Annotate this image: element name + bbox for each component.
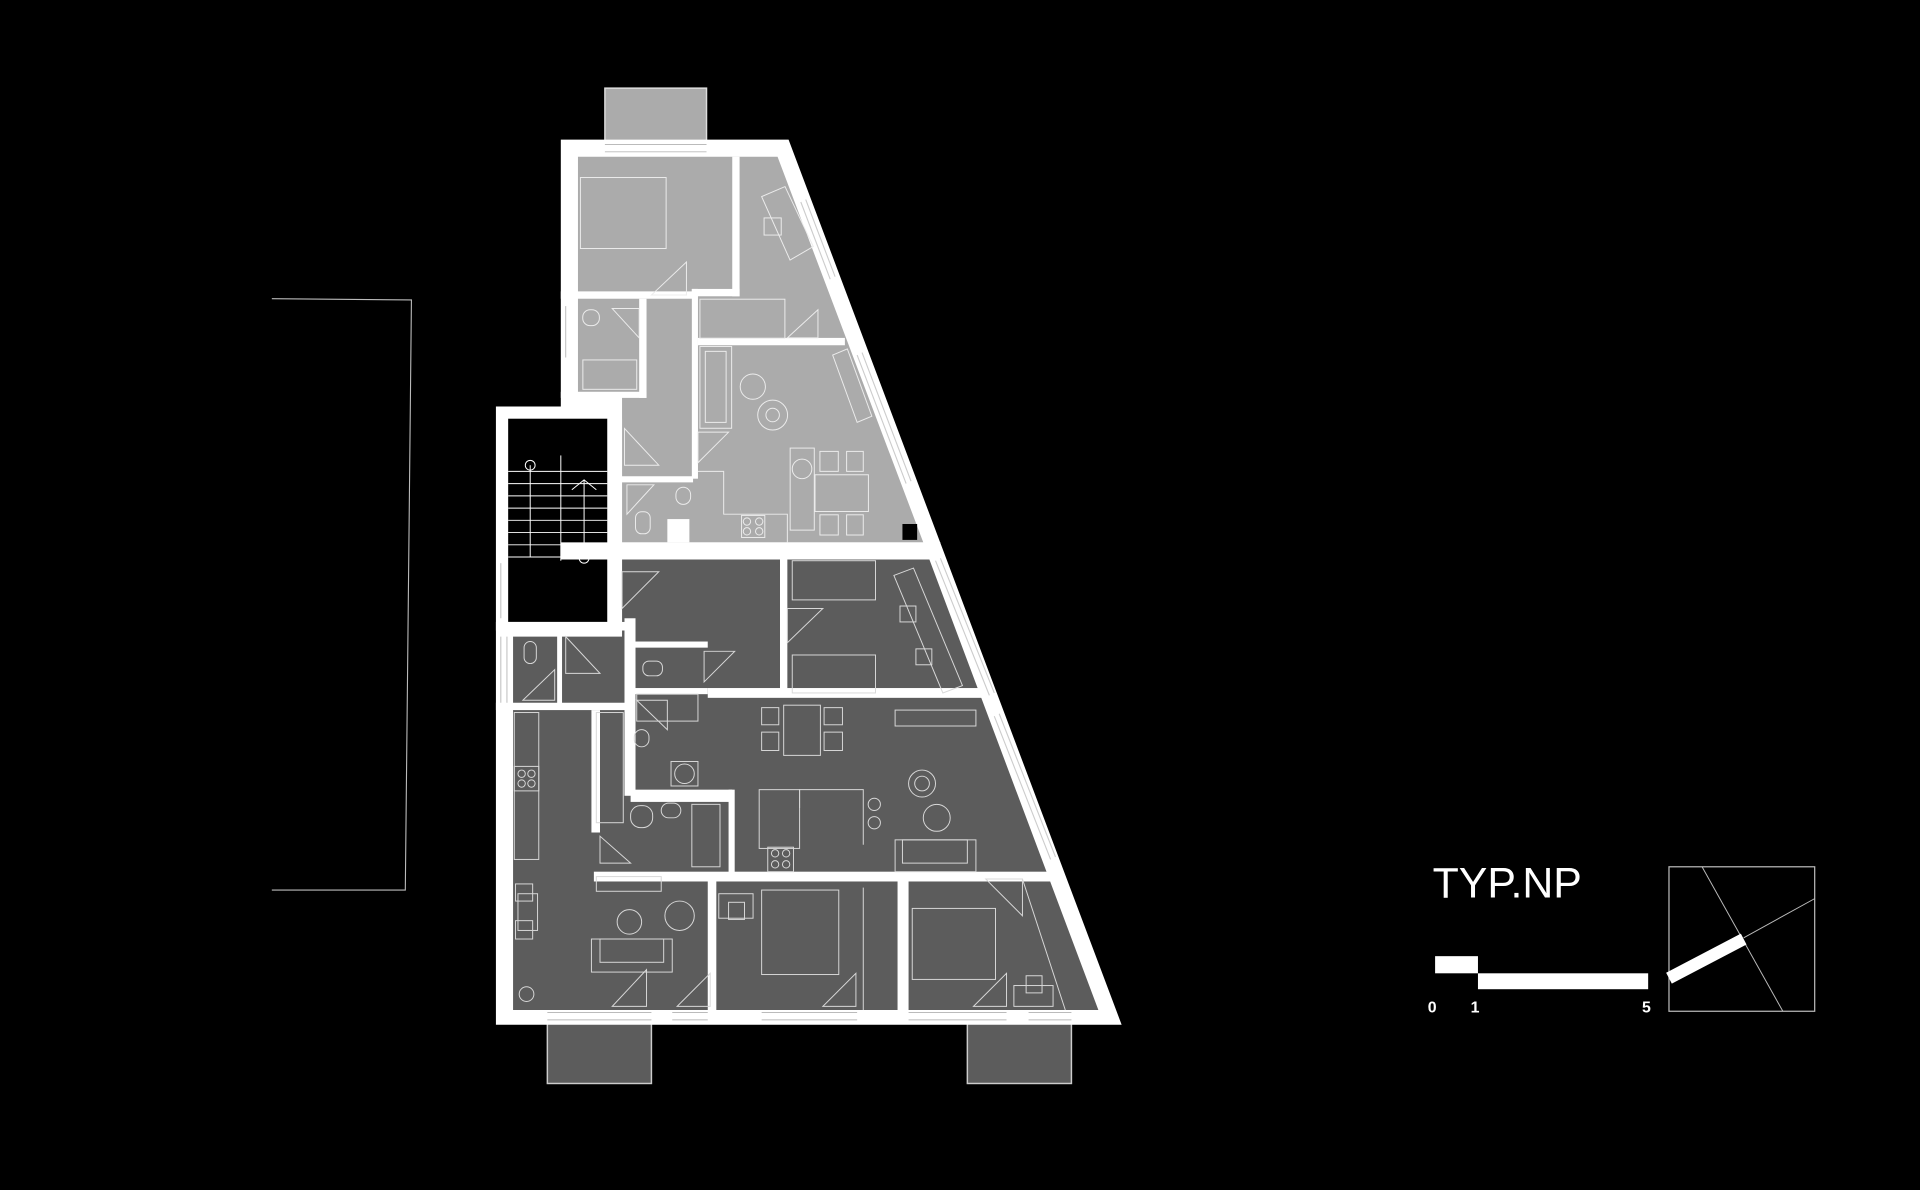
door-swing [621,571,660,610]
toilet [635,511,651,535]
dining-table [814,474,869,512]
scale-label-1: 1 [1471,999,1480,1016]
chair [761,731,780,751]
chair [515,920,534,940]
scale-label-5: 5 [1642,999,1651,1016]
door-swing [565,635,602,674]
plant [518,986,535,1002]
bathtub [691,803,721,868]
chair [846,514,864,536]
chair [819,514,839,536]
apartment-lower [513,559,1099,1011]
toilet [523,641,537,665]
door-swing [626,484,655,516]
chair [899,605,917,623]
washbasin [633,729,650,748]
washbasin [675,486,692,505]
coffee-table [922,803,951,832]
door-swing [703,650,736,684]
tv-unit [595,876,662,892]
bed-single [699,298,786,339]
windows-slanted-facade [800,199,1057,860]
chair [823,707,843,726]
door-swing [972,972,1008,1007]
bed [579,177,667,250]
chair [728,901,745,920]
coffee-table [616,909,643,935]
chair [515,883,534,902]
site-boundary-line [271,298,412,891]
bed-single [791,654,876,694]
door-swing [675,972,711,1007]
door-swing [635,699,668,731]
door-swing [521,668,556,701]
scale-bar-icon [1435,956,1649,990]
coffee-table [739,373,766,400]
coffee-table [757,399,789,431]
door-swing [611,968,648,1007]
washbasin [582,309,600,327]
furniture-upper [579,177,873,543]
desk [760,185,814,261]
bar-stool [867,816,881,830]
door-swing [821,972,857,1007]
key-plan-icon [1666,866,1816,1012]
bed-single [791,560,876,601]
door-swing [611,308,640,340]
chair [823,731,843,751]
bed-double [761,889,840,976]
bed-double [911,907,996,980]
washbasin [660,802,682,819]
door-swing [786,607,825,644]
cooktop [513,765,540,792]
door-swing [984,878,1023,917]
kitchen-counter [697,470,788,543]
bar-stool [867,797,881,811]
internal-walls [495,156,1054,1011]
desk [718,893,754,919]
tv-unit [832,348,873,424]
chair [915,648,933,666]
apartment-upper [577,156,924,543]
bathtub [582,359,638,390]
shower [670,761,699,787]
sofa [699,345,733,429]
tv-unit [894,709,977,727]
cooktop [741,514,766,538]
scale-label-0: 0 [1428,999,1437,1016]
dining-table [783,704,821,756]
desk [1013,985,1054,1007]
fridge [789,447,815,531]
toilet [630,805,654,829]
toilet [642,660,663,677]
dining-table [517,893,539,931]
coffee-table [908,769,936,798]
door-swing [697,431,730,464]
coffee-table [664,900,695,931]
staircase [508,455,608,564]
chair [1025,975,1043,994]
cooktop [767,846,794,873]
chair [846,450,864,472]
chair [819,450,839,472]
chair [763,217,782,236]
desk [893,567,964,694]
furniture-lower [513,560,1066,1011]
door-swing [624,427,660,466]
door-swing [599,835,632,864]
door-swing [650,260,687,296]
chair [761,707,780,726]
facade-openings [500,143,1072,1021]
bathtub [636,693,699,722]
floor-title: TYP.NP [1433,859,1582,907]
shaft [902,523,918,540]
door-swing [786,308,819,339]
